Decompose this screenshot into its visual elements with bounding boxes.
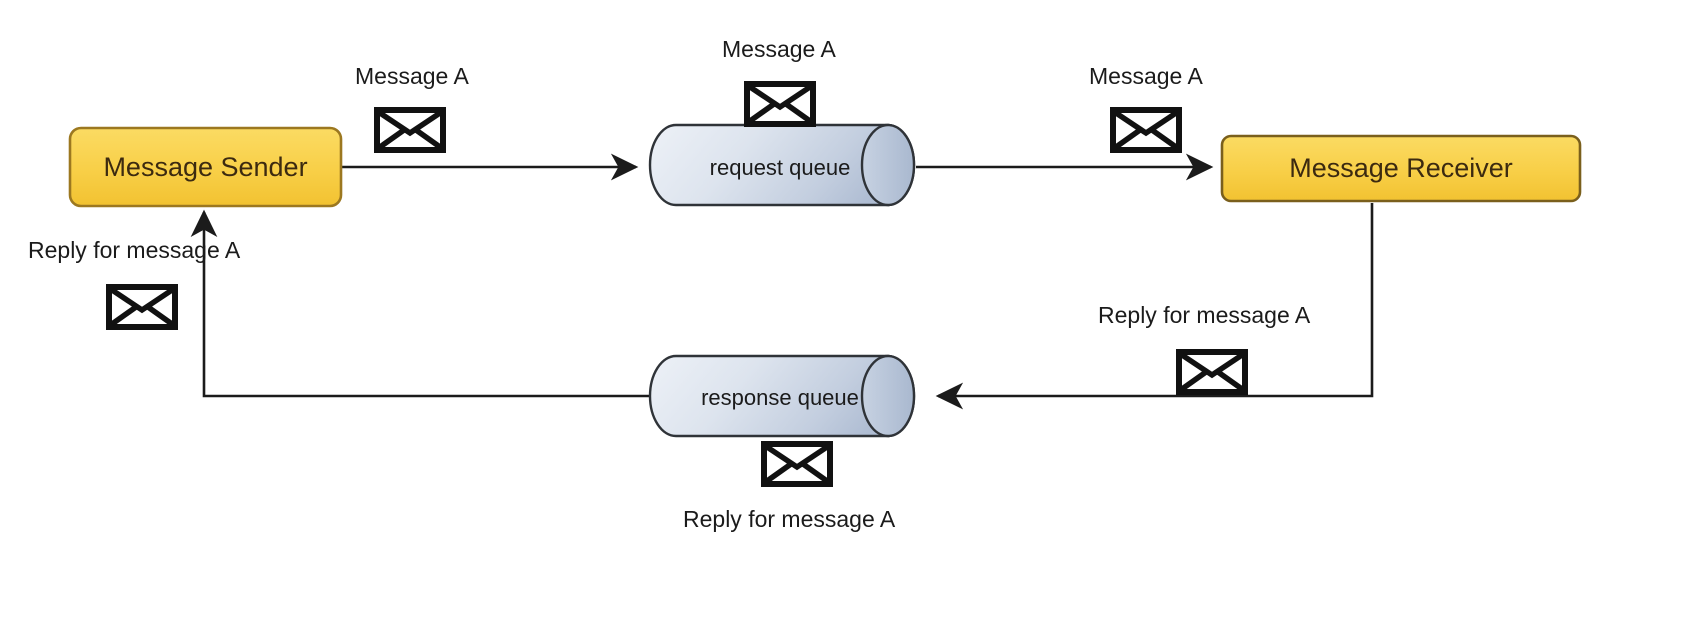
edge-label-reply-right: Reply for message A [1098,302,1311,328]
node-message-sender[interactable] [68,126,343,208]
request-queue-hit-area[interactable] [650,125,915,205]
edge-label-message-a-sender: Message A [355,63,469,89]
edge-label-reply-left: Reply for message A [28,237,241,263]
node-message-receiver[interactable] [1220,134,1582,203]
message-sender-hit-area[interactable] [70,128,341,206]
edge-label-message-a-receiver: Message A [1089,63,1203,89]
node-label-request-queue: request queue [709,155,851,180]
node-response-queue[interactable] [648,354,916,438]
envelope-icon-sender-out [374,107,446,153]
node-request-queue[interactable] [648,123,916,207]
envelope-icon-reply-right [1176,349,1248,395]
node-label-response-queue: response queue [701,385,859,410]
edge-label-message-a-queue: Message A [722,36,836,62]
message-receiver-hit-area[interactable] [1222,136,1580,201]
response-queue-hit-area[interactable] [650,356,915,436]
edge-label-reply-bottom: Reply for message A [683,506,896,532]
edge-response-queue-to-sender [190,209,652,398]
envelope-icon-receiver-in [1110,107,1182,153]
envelope-icon-reply-bottom [761,441,833,487]
node-label-message-sender: Message Sender [103,152,308,182]
node-label-message-receiver: Message Receiver [1289,153,1513,183]
edge-receiver-to-response-queue [935,203,1374,410]
envelope-icon-request-queue [744,81,816,127]
envelope-icon-reply-left [106,284,178,330]
